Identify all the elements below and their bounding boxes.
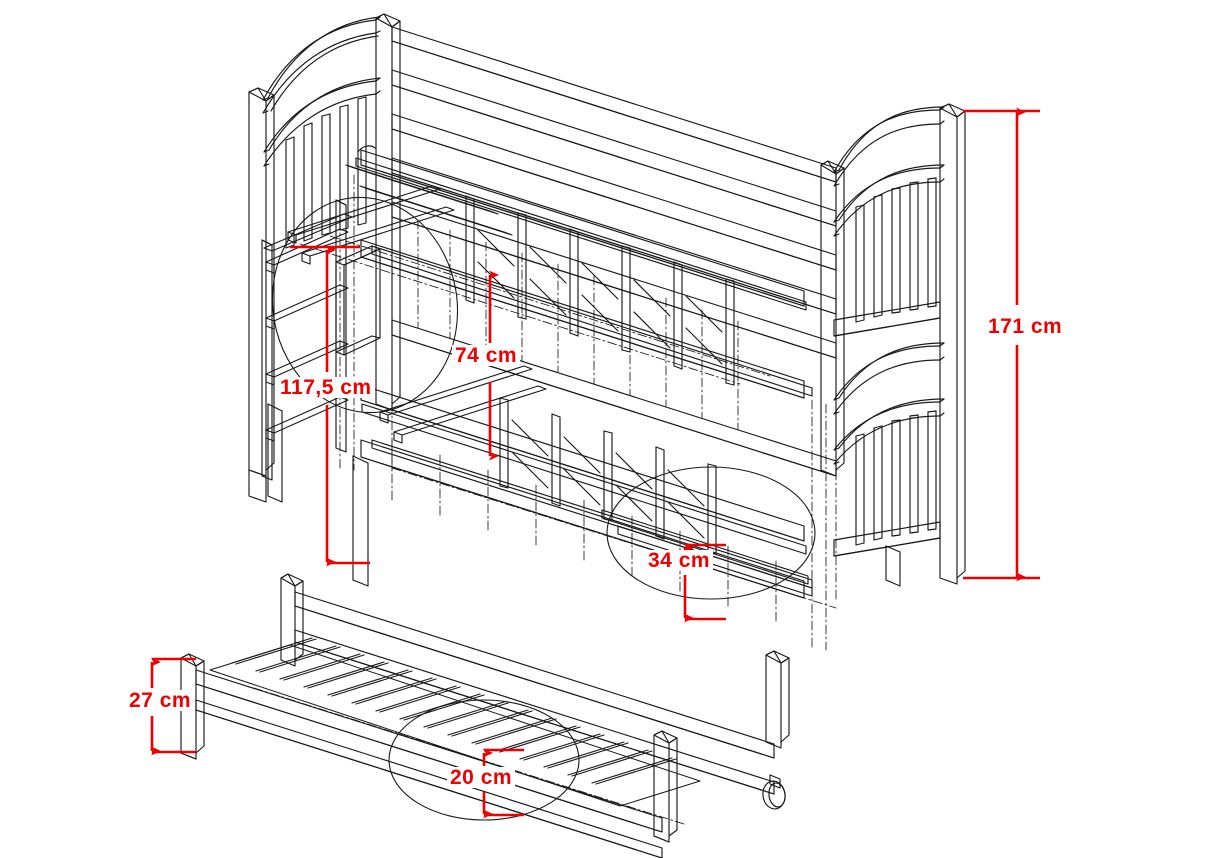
dimension-label-trundle-slat-height: 20 cm — [447, 767, 516, 788]
lower-bunk-front-leg — [352, 399, 827, 651]
dimline-total-height — [963, 107, 1040, 582]
drawing-linework — [180, 13, 966, 858]
dimline-lower-bed-slat-height — [683, 543, 726, 623]
dimline-upper-bunk-height — [290, 245, 370, 567]
dimension-label-upper-bunk-height: 117,5 cm — [277, 377, 375, 398]
upper-bunk-back-rail — [391, 26, 837, 359]
dimline-trundle-height — [150, 657, 196, 756]
dimension-label-trundle-height: 27 cm — [126, 690, 195, 711]
right-headboard-lower — [833, 342, 945, 587]
caster-wheel — [762, 774, 786, 810]
dimline-trundle-slat-height — [482, 748, 524, 819]
trundle-bed — [180, 573, 790, 858]
lower-bunk-frame — [360, 319, 837, 622]
trundle-slat-detail-circle — [388, 699, 580, 821]
ladder-assembly — [248, 169, 393, 503]
dimension-label-lower-bed-slat-height: 34 cm — [645, 550, 714, 571]
detail-callout-circles — [271, 196, 816, 821]
dimension-lines — [150, 107, 1040, 819]
right-headboard-upper — [820, 103, 966, 585]
dimension-label-total-height: 171 cm — [985, 316, 1066, 337]
ladder-detail-circle — [271, 196, 459, 414]
dimension-label-inter-bunk-clearance: 74 cm — [452, 345, 521, 366]
lower-bed-slat-detail-circle — [606, 466, 816, 600]
